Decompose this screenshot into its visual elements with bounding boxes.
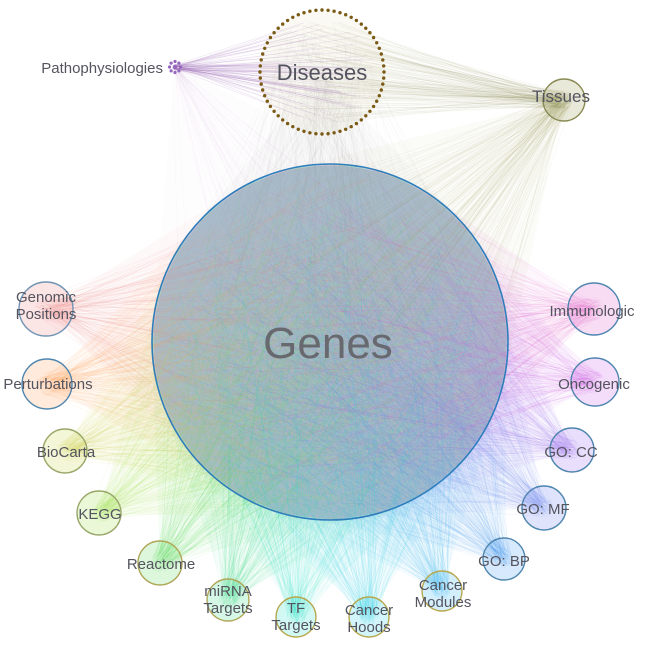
node-kegg bbox=[76, 490, 122, 536]
edges-go-cc-genes bbox=[169, 181, 582, 511]
edges-diseases-genes bbox=[164, 23, 497, 506]
edges-tissues-genes bbox=[164, 90, 573, 507]
node-diseases bbox=[258, 8, 386, 136]
node-label-pathophysiologies[interactable]: Pathophysiologies bbox=[41, 60, 163, 77]
node-circle-go-cc[interactable] bbox=[549, 427, 595, 473]
node-circle-oncogenic[interactable] bbox=[570, 357, 620, 407]
edges-immunologic-genes bbox=[166, 191, 605, 501]
node-immunologic bbox=[567, 282, 621, 336]
node-circle-genes[interactable] bbox=[151, 163, 509, 521]
node-circle-cancer-hoods[interactable] bbox=[348, 596, 390, 638]
edges-reactome-genes bbox=[150, 180, 489, 573]
edge-fan-genomic-positions-genes bbox=[46, 164, 507, 520]
nodes bbox=[18, 8, 621, 638]
edges-pathophysiologies-genes bbox=[171, 64, 475, 500]
node-label-perturbations[interactable]: Perturbations bbox=[3, 376, 92, 393]
node-label-tissues[interactable]: Tissues bbox=[532, 87, 590, 106]
node-circle-genomic-positions[interactable] bbox=[18, 281, 74, 337]
edges-genomic-positions-genes bbox=[34, 178, 488, 510]
edge-fan-go-mf-genes bbox=[152, 164, 544, 520]
edge-fan-tissues-genes bbox=[152, 100, 564, 520]
node-go-mf bbox=[521, 485, 567, 531]
edges-mirna-targets-genes bbox=[170, 181, 475, 610]
edge-fan-perturbations-genes bbox=[47, 164, 507, 520]
node-circle-pathophysiologies[interactable] bbox=[167, 59, 183, 75]
edges-cancer-hoods-genes bbox=[164, 183, 500, 626]
node-circle-diseases[interactable] bbox=[258, 8, 386, 136]
node-label-go-bp[interactable]: GO: BP bbox=[478, 553, 530, 570]
edge-fan-cancer-modules-genes bbox=[152, 165, 508, 591]
genes-fill bbox=[152, 164, 508, 520]
node-genomic-positions bbox=[18, 281, 74, 337]
node-tf-targets bbox=[275, 596, 317, 638]
node-label-biocarta[interactable]: BioCarta bbox=[37, 444, 96, 461]
node-circle-tissues[interactable] bbox=[542, 78, 586, 122]
edges-oncogenic-genes bbox=[161, 178, 606, 508]
edges-go-mf-genes bbox=[163, 176, 554, 518]
edges-tf-targets-genes bbox=[164, 184, 497, 626]
node-circle-go-bp[interactable] bbox=[482, 537, 526, 581]
node-perturbations bbox=[21, 358, 73, 410]
node-circle-kegg[interactable] bbox=[76, 490, 122, 536]
edges-pathophysiologies-diseases bbox=[172, 22, 373, 123]
node-label-immunologic[interactable]: Immunologic bbox=[549, 303, 635, 320]
node-cancer-modules bbox=[421, 570, 463, 612]
node-label-kegg[interactable]: KEGG bbox=[78, 506, 121, 523]
edge-fans bbox=[46, 100, 595, 618]
node-circle-mirna-targets[interactable] bbox=[206, 578, 250, 622]
edges-perturbations-genes bbox=[35, 174, 486, 508]
node-pathophysiologies bbox=[167, 59, 183, 75]
edge-fan-go-bp-genes bbox=[152, 165, 508, 559]
edge-fan-reactome-genes bbox=[152, 164, 508, 563]
node-oncogenic bbox=[570, 357, 620, 407]
edges-kegg-genes bbox=[89, 178, 497, 523]
node-label-oncogenic[interactable]: Oncogenic bbox=[558, 376, 630, 393]
labels: Genes Pathophysiologies DiseasesTissuesGen… bbox=[3, 60, 635, 636]
node-label-genes[interactable]: Genes bbox=[263, 319, 393, 368]
edges-diseases-tissues bbox=[270, 21, 573, 123]
node-label-go-mf[interactable]: GO: MF bbox=[516, 501, 569, 518]
node-reactome bbox=[137, 540, 183, 586]
node-cancer-hoods bbox=[348, 596, 390, 638]
edge-fan-go-cc-genes bbox=[153, 164, 572, 520]
edges-biocarta-genes bbox=[56, 176, 490, 507]
node-label-reactome[interactable]: Reactome bbox=[127, 556, 195, 573]
genes-area bbox=[152, 164, 508, 520]
edge-bundles bbox=[34, 21, 606, 626]
node-go-bp bbox=[482, 537, 526, 581]
node-go-cc bbox=[549, 427, 595, 473]
edge-fan-cancer-hoods-genes bbox=[152, 165, 508, 618]
edge-fan-kegg-genes bbox=[99, 164, 508, 520]
node-circle-reactome[interactable] bbox=[137, 540, 183, 586]
node-circle-tf-targets[interactable] bbox=[275, 596, 317, 638]
node-label-go-cc[interactable]: GO: CC bbox=[544, 444, 598, 461]
node-circle-perturbations[interactable] bbox=[21, 358, 73, 410]
node-circle-immunologic[interactable] bbox=[567, 282, 621, 336]
node-circle-biocarta[interactable] bbox=[42, 428, 88, 474]
edge-fan-mirna-targets-genes bbox=[152, 164, 508, 601]
node-biocarta bbox=[42, 428, 88, 474]
node-tissues bbox=[542, 78, 586, 122]
node-circle-bg-diseases bbox=[260, 10, 384, 134]
node-circle-go-mf[interactable] bbox=[521, 485, 567, 531]
node-mirna-targets bbox=[206, 578, 250, 622]
node-circle-cancer-modules[interactable] bbox=[421, 570, 463, 612]
edge-fan-tf-targets-genes bbox=[152, 165, 508, 618]
edges-go-bp-genes bbox=[163, 186, 514, 569]
node-label-diseases[interactable]: Diseases bbox=[277, 60, 367, 85]
